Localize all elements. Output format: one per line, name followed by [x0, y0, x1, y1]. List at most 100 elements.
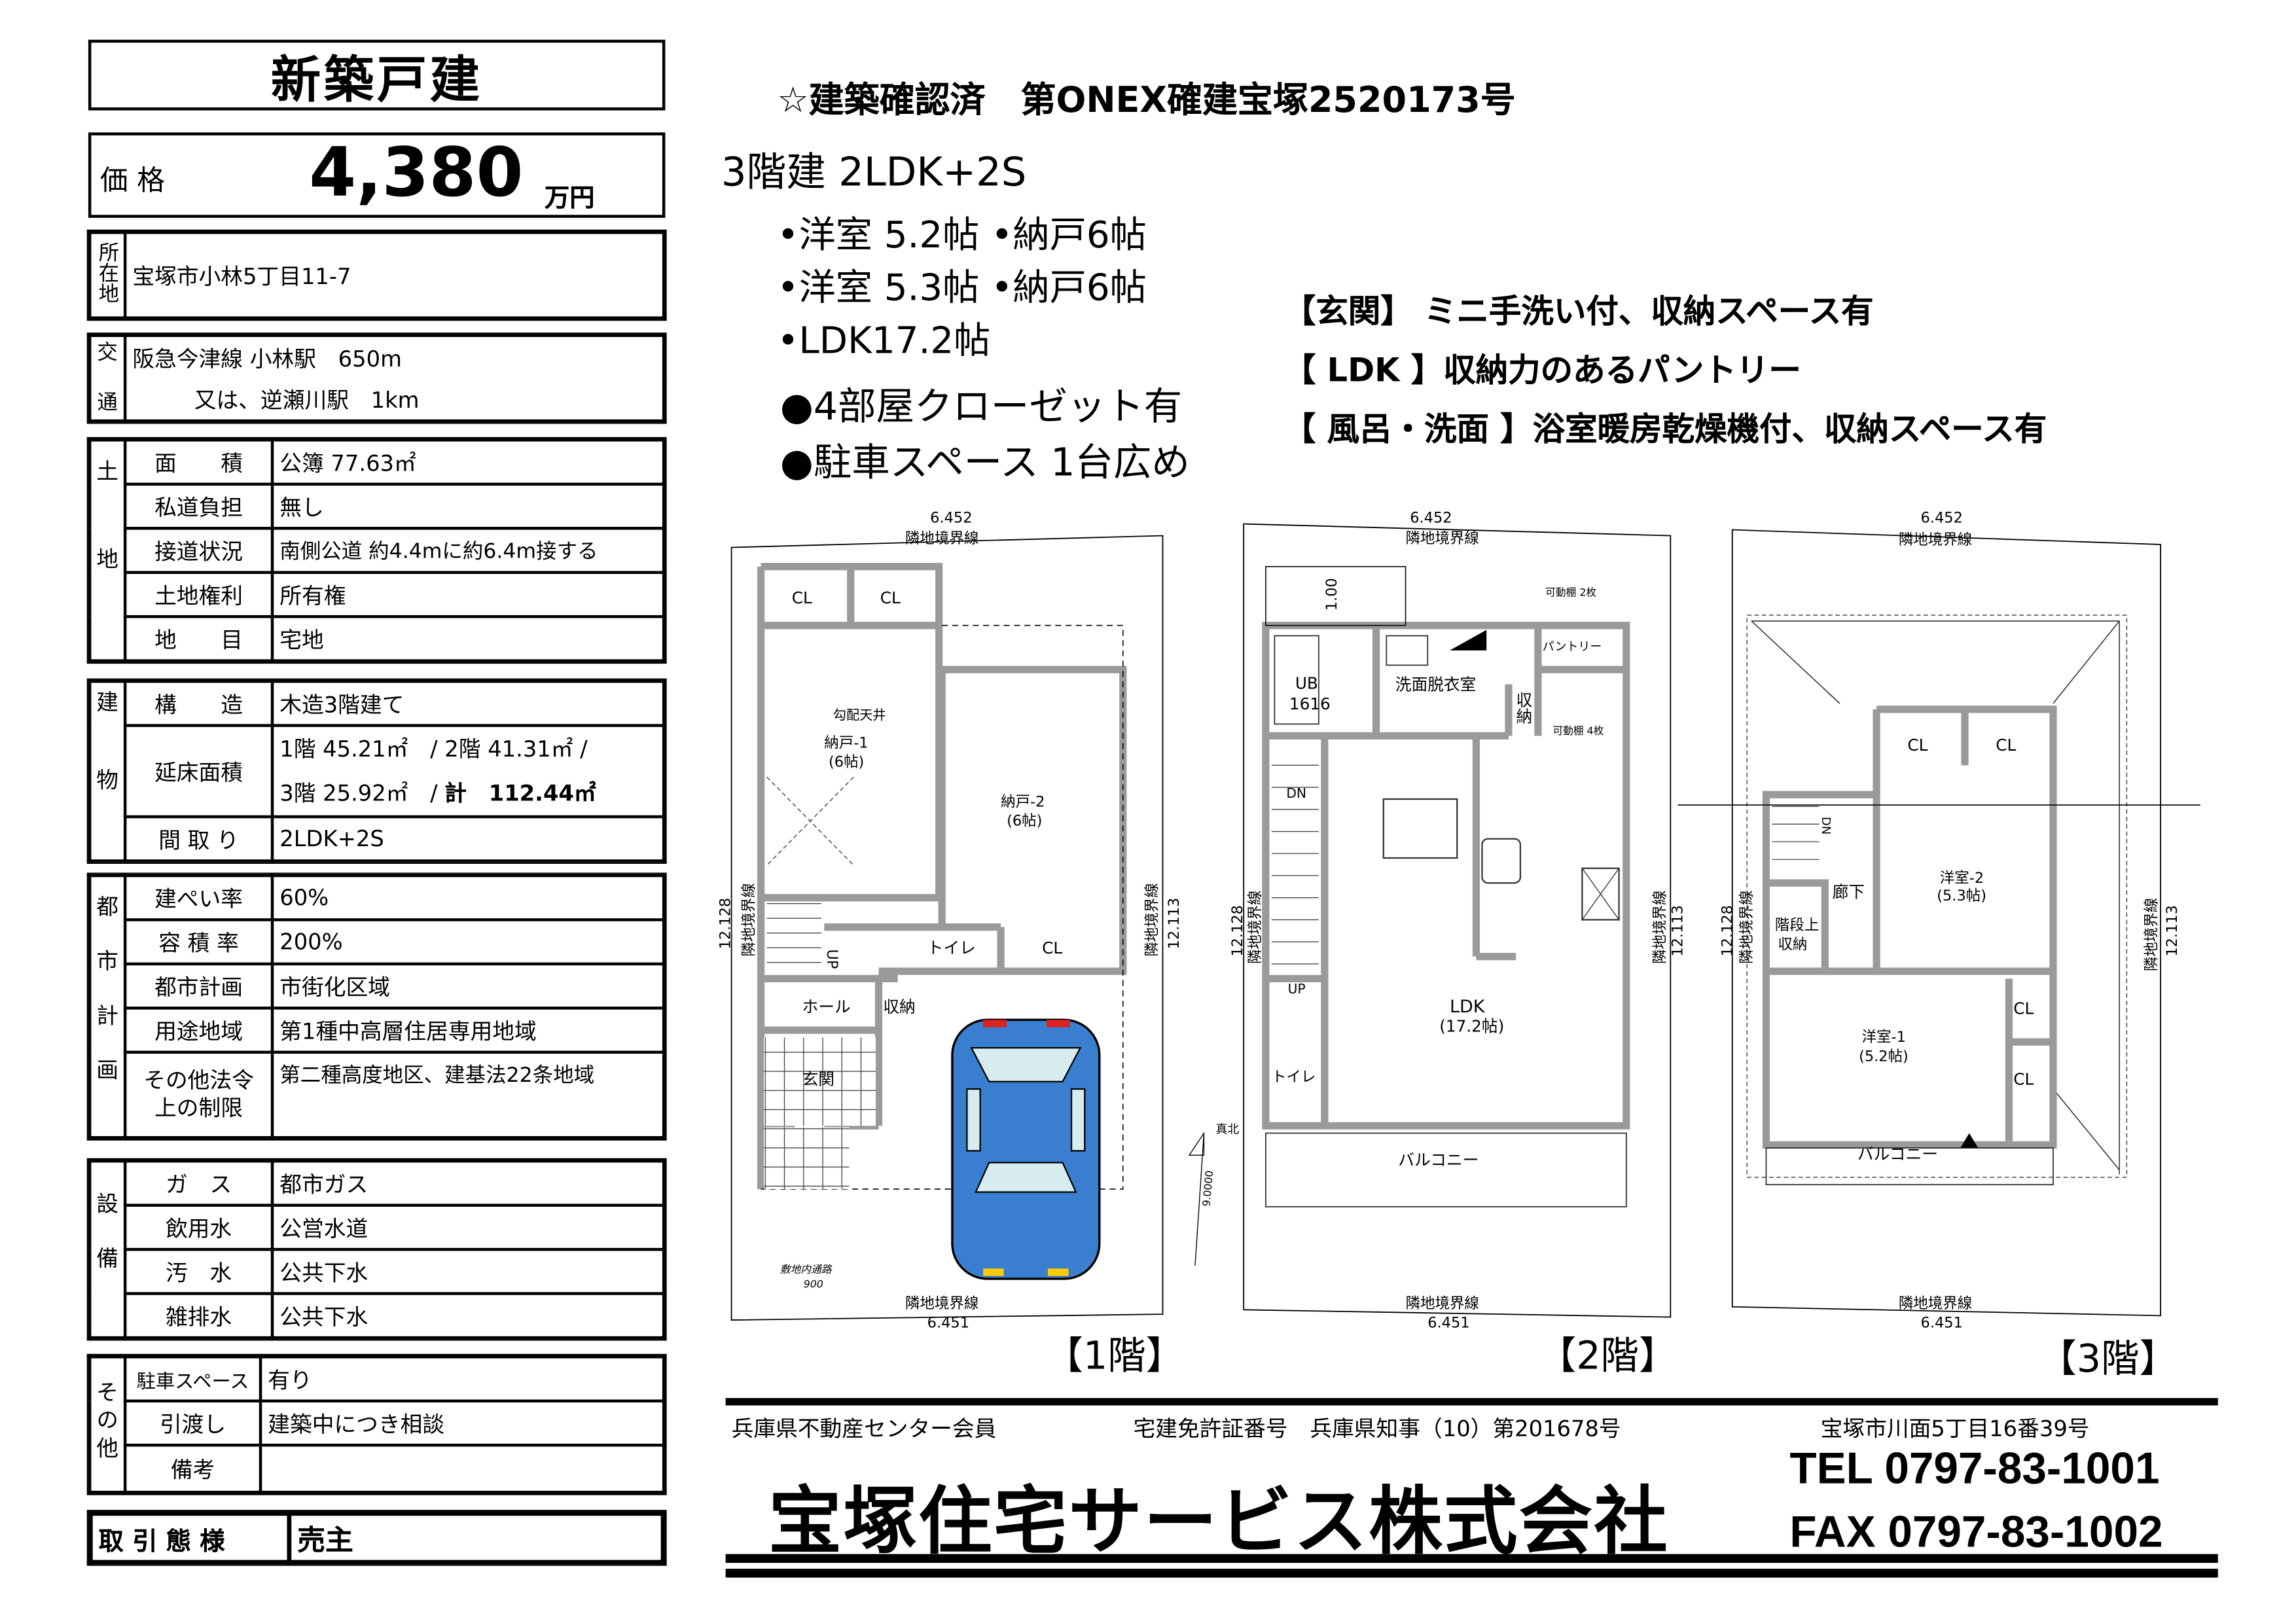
shelf-note: 可動棚 2枚 [1545, 586, 1596, 599]
price-unit: 万円 [545, 184, 595, 214]
row-value: 宅地 [270, 615, 666, 662]
row-label: 私道負担 [123, 482, 274, 530]
room-label: 洗面脱衣室 [1395, 675, 1477, 694]
transport-label-top: 交 [97, 341, 118, 365]
land-table: 土地面 積公簿 77.63㎡ 私道負担無し 接道状況南側公道 約4.4mに約6.… [86, 437, 667, 664]
room-label: 納戸-1 [824, 734, 868, 751]
room-label: UB [1295, 673, 1318, 692]
shelf-note: 可動棚 4枚 [1552, 724, 1604, 737]
room-label: (17.2帖) [1439, 1016, 1504, 1035]
row-label: 容 積 率 [123, 918, 274, 966]
tel-number: TEL 0797-83-1001 [1789, 1445, 2160, 1494]
boundary-label: 隣地境界線 [740, 883, 757, 956]
row-label: 飲用水 [123, 1204, 274, 1251]
dimension-label: 6.451 [1921, 1314, 1963, 1331]
boundary-label: 隣地境界線 [1899, 531, 1972, 548]
room-label: (6帖) [829, 754, 864, 771]
row-label: 備考 [123, 1443, 262, 1494]
row-label: その他法令 [143, 1067, 254, 1094]
site-boundary [1731, 529, 2161, 1317]
transaction-value: 売主 [287, 1511, 666, 1565]
row-value: 都市ガス [270, 1159, 666, 1207]
boundary-label: 隣地境界線 [1738, 891, 1755, 964]
other-table: その他駐車スペース有り 引渡し建築中につき相談 備考 [86, 1353, 667, 1495]
row-value: 木造3階建て [270, 679, 666, 727]
table-row: 設備ガ ス都市ガス [88, 1159, 666, 1340]
feature-bullets: ●4部屋クローゼット有 ●駐車スペース 1台広め [780, 380, 1190, 491]
table-row: 引渡し建築中につき相談 [90, 1399, 666, 1447]
row-value: 公共下水 [270, 1247, 666, 1295]
row-label: 延床面積 [123, 724, 274, 819]
floor-title: 【2階】 [1538, 1333, 1677, 1378]
feature-notes: 【玄関】 ミニ手洗い付、収納スペース有 【 LDK 】収納力のあるパントリー 【… [1283, 284, 2047, 461]
room-label: 収納 [1778, 936, 1807, 953]
path-label: 敷地内通路 [780, 1263, 833, 1275]
room-label: CL [1907, 736, 1928, 755]
room-label: (6帖) [1007, 813, 1042, 830]
address-label: 所在地 [96, 241, 120, 304]
room-label: トイレ [927, 938, 976, 957]
path-label: 900 [804, 1278, 823, 1291]
floor-plan-1: 6.452 隣地境界線 隣地境界線 6.451 12.128 隣地境界線 隣地境… [717, 509, 1239, 1378]
room-label: 階段上 [1775, 917, 1819, 934]
table-row: 都市計画市街化区域 [90, 962, 666, 1010]
room-label: CL [1042, 938, 1062, 957]
boundary-label: 隣地境界線 [1651, 891, 1668, 964]
stair-label: DN [1286, 785, 1306, 801]
floor-plan-3: 6.452 隣地境界線 隣地境界線 6.451 12.128 隣地境界線 隣地境… [1677, 509, 2200, 1381]
slope-label: 1.00 [1323, 578, 1340, 611]
room-label: ホール [802, 997, 851, 1016]
room-label: (5.3帖) [1937, 887, 1986, 904]
company-name: 宝塚住宅サービス株式会社 [768, 1478, 1670, 1565]
floor-area-total: 計 112.44㎡ [444, 779, 596, 807]
floor-area-line-1: 1階 45.21㎡ / 2階 41.31㎡ / [279, 736, 588, 762]
dimension-label: 6.452 [1921, 509, 1963, 526]
list-item: 【 LDK 】収納力のあるパントリー [1283, 353, 1801, 390]
row-value: 公簿 77.63㎡ [270, 438, 666, 486]
footer-top-rule [725, 1398, 2218, 1406]
room-label: バルコニー [1398, 1150, 1479, 1169]
room-label: 廊下 [1833, 883, 1865, 902]
stair-label: UP [1288, 981, 1306, 997]
stair-label: UP [823, 949, 840, 969]
row-label: 汚 水 [123, 1247, 274, 1295]
row-label: 都市計画 [123, 962, 274, 1010]
transport-line-2: 又は、逆瀬川駅 1km [123, 378, 666, 423]
list-item: •洋室 5.2帖 •納戸6帖 [777, 213, 1147, 257]
row-value: 有り [259, 1355, 666, 1403]
room-list: •洋室 5.2帖 •納戸6帖 •洋室 5.3帖 •納戸6帖 •LDK17.2帖 [777, 209, 1147, 368]
room-label: パントリー [1543, 640, 1602, 654]
row-value: 60% [270, 874, 666, 921]
table-row: その他法令上の制限第二種高度地区、建基法22条地域 [90, 1050, 666, 1139]
boundary-label: 隣地境界線 [905, 530, 978, 547]
room-label: 納戸-2 [1001, 793, 1045, 810]
row-label: ガ ス [123, 1159, 274, 1207]
car-icon [951, 1018, 1101, 1280]
room-label: CL [2013, 999, 2034, 1018]
fax-number: FAX 0797-83-1002 [1789, 1508, 2163, 1558]
table-row: 用途地域第1種中高層住居専用地域 [90, 1007, 666, 1054]
building-confirmation: ☆建築確認済 第ONEX確建宝塚2520173号 [777, 79, 1516, 121]
boundary-label: 隣地境界線 [905, 1295, 978, 1312]
dimension-label: 12.128 [717, 898, 734, 950]
row-label: 接道状況 [123, 527, 274, 574]
boundary-label: 隣地境界線 [1143, 883, 1160, 956]
row-value: 所有権 [270, 571, 666, 618]
room-label: LDK [1450, 997, 1486, 1017]
row-label: 構 造 [123, 679, 274, 727]
table-row: 備考 [90, 1443, 666, 1494]
table-row: 土地権利所有権 [90, 571, 666, 618]
north-angle-label: 9.0000 [1200, 1170, 1215, 1207]
price-box: 価 格 4,380 万円 [88, 132, 666, 218]
address-table: 所在地 宝塚市小林5丁目11-7 [86, 229, 667, 321]
table-row: 飲用水公営水道 [90, 1204, 666, 1251]
room-label: 玄関 [802, 1069, 834, 1088]
equipment-section-label: 設備 [93, 1192, 120, 1301]
row-label: 駐車スペース [123, 1355, 262, 1403]
dimension-label: 6.452 [1410, 509, 1452, 526]
room-label: 収納 [1514, 692, 1533, 724]
